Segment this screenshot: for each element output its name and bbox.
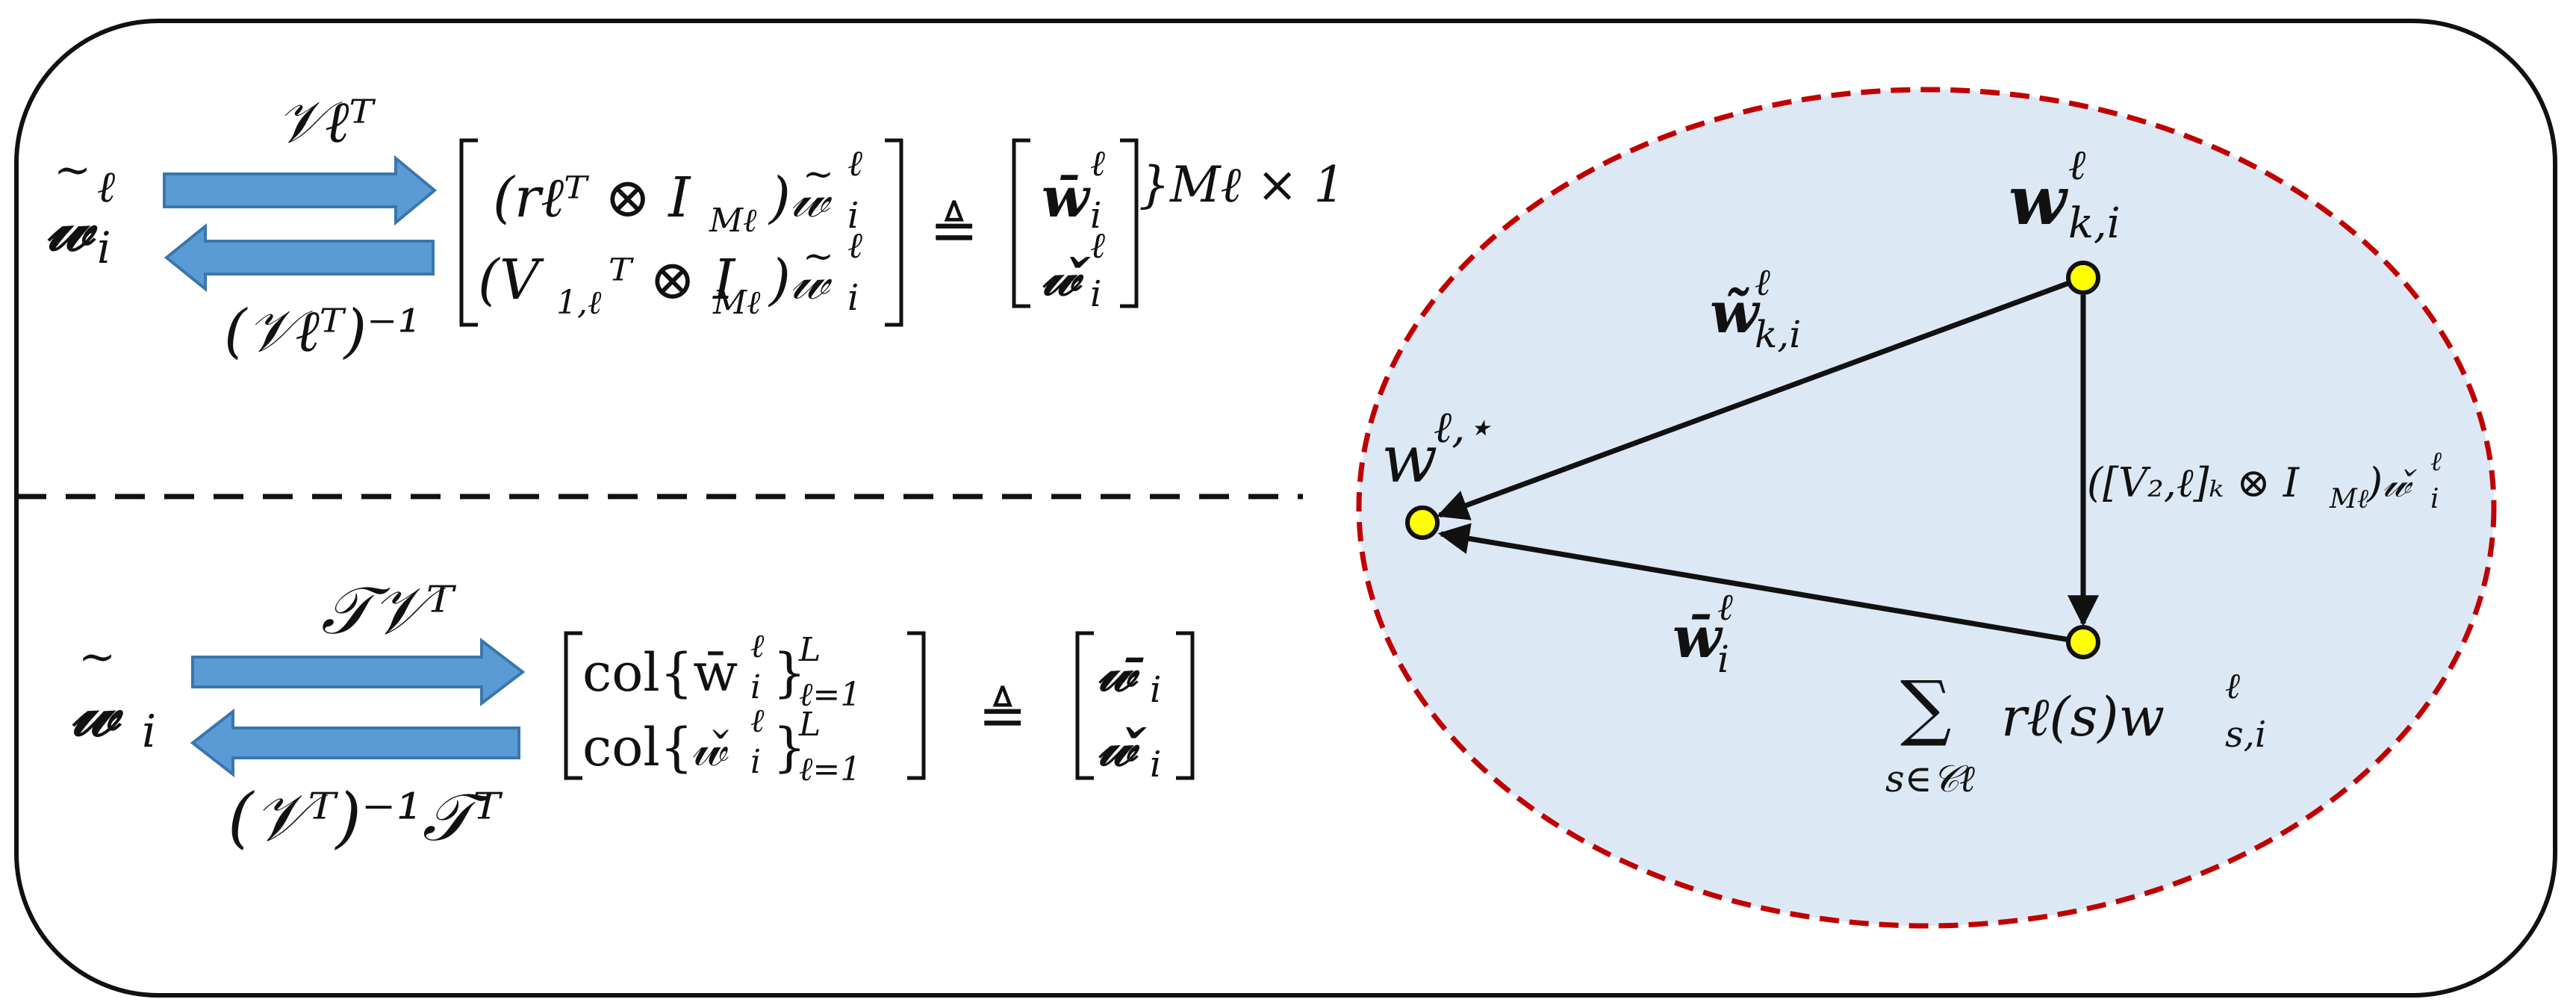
edge-vertical-label: ([V₂,ℓ]ₖ ⊗ I [2087, 459, 2300, 506]
edge-bottom-to-star [1437, 523, 2084, 645]
node-star-sup: ℓ,⋆ [1434, 402, 1493, 452]
top-row2-sub: 1,ℓ [556, 284, 602, 322]
top-row1-subi: i [847, 195, 859, 237]
top-w-tilde: ~ [54, 144, 91, 196]
top-w-main: 𝓌 [46, 187, 98, 267]
bottom-row1-tail: } [773, 642, 806, 703]
bottom-row2-sup: ℓ [750, 702, 765, 740]
edge-vertical-tail-sub: i [2430, 484, 2439, 514]
bottom-row2-range-sub: ℓ=1 [799, 750, 861, 788]
top-row2-sup: ℓ [847, 225, 862, 267]
top-row2-tilde: ~ [803, 234, 834, 278]
bottom-row1-range-sup: L [798, 631, 821, 669]
node-star [1405, 505, 1440, 540]
top-backward-arrow [164, 223, 435, 293]
node-k [2066, 261, 2100, 295]
bottom-bwd-label: (𝒱ᵀ)⁻¹𝒯ᵀ [228, 779, 503, 856]
top-row1-tilde: ~ [803, 152, 834, 196]
bottom-matrix-left-bracket [564, 631, 582, 780]
bottom-row2: col{𝓌̌ [582, 717, 729, 778]
edge-bottom-star-label: w̄ [1673, 604, 1723, 671]
edge-vertical-tail-sup: ℓ [2430, 447, 2442, 477]
top-fwd-label: 𝒱ℓᵀ [276, 89, 376, 156]
bottom-row1-subi: i [750, 668, 761, 706]
top-rhs-brace-label: }Mℓ × 1 [1139, 156, 1345, 214]
top-matrix-right-bracket [885, 138, 903, 327]
edge-k-star-sub: k,i [1755, 313, 1801, 356]
top-rhs-left-bracket [1012, 138, 1030, 308]
node-star-label: w [1381, 420, 1437, 497]
edge-k-star-sup: ℓ [1755, 261, 1770, 304]
node-k-sup: ℓ [2068, 141, 2086, 190]
cluster-ellipse [1356, 87, 2497, 929]
top-row1-tail: )𝓌 [768, 166, 833, 230]
top-row2: (V [478, 248, 544, 312]
node-k-sub: k,i [2068, 199, 2121, 248]
node-k-label: w [2009, 161, 2069, 240]
bottom-row2-tail: } [773, 717, 806, 778]
top-rhs-row1-sup: ℓ [1090, 143, 1105, 184]
top-row1-sub: Mℓ [709, 202, 757, 240]
bottom-row1: col{w̄ [582, 642, 738, 703]
bottom-rhs-row2-sub: i [1150, 744, 1161, 785]
top-w-sup: ℓ [97, 161, 115, 212]
top-section: 𝓌 ~ ℓ i 𝒱ℓᵀ (𝒱ℓᵀ)⁻¹ (rℓᵀ ⊗ I Mℓ )𝓌 ~ ℓ i… [46, 89, 1345, 365]
bottom-row2-subi: i [750, 743, 761, 781]
top-row1: (rℓᵀ ⊗ I [493, 166, 691, 230]
sum-body-sup: ℓ [2225, 665, 2240, 707]
sum-body: rℓ(s)w [2001, 685, 2165, 748]
edge-bottom-star-sup: ℓ [1717, 585, 1733, 629]
edge-vertical-tail: )𝓌̌ [2366, 459, 2417, 506]
bottom-forward-arrow [191, 637, 526, 707]
top-row2-subi: i [847, 277, 859, 319]
bottom-eqdef: ≜ [978, 682, 1027, 750]
bottom-matrix-right-bracket [907, 631, 926, 780]
top-rhs-row2-sup: ℓ [1090, 225, 1105, 267]
bottom-row1-range-sub: ℓ=1 [799, 676, 861, 714]
bottom-section: 𝓌 ~ i 𝒯𝒱ᵀ (𝒱ᵀ)⁻¹𝒯ᵀ col{w̄ ℓ i } L ℓ=1 co… [71, 572, 1195, 856]
top-row2-mid: ᵀ ⊗ I [609, 248, 736, 312]
top-rhs-row1-sub: i [1090, 195, 1101, 237]
bottom-w-tilde: ~ [78, 631, 116, 683]
bottom-row2-range-sup: L [798, 706, 821, 744]
bottom-backward-arrow [190, 708, 520, 778]
top-w-sub: i [97, 223, 111, 273]
top-row1-sup: ℓ [847, 143, 862, 184]
top-matrix-left-bracket [459, 138, 478, 327]
sum-symbol: ∑ [1900, 665, 1952, 749]
top-rhs-row1: w̄ [1042, 166, 1091, 230]
top-rhs-row2-sub: i [1090, 273, 1101, 315]
bottom-rhs-left-bracket [1075, 631, 1094, 780]
edge-bottom-star-sub: i [1717, 638, 1729, 681]
edge-vertical-sub: Mℓ [2329, 484, 2368, 514]
node-bottom [2066, 625, 2100, 659]
bottom-rhs-right-bracket [1176, 631, 1195, 780]
edge-k-to-star [1437, 275, 2085, 520]
edge-k-star-label: w̃ [1710, 279, 1761, 346]
top-eqdef: ≜ [930, 197, 978, 264]
bottom-row1-sup: ℓ [750, 627, 765, 665]
top-bwd-label: (𝒱ℓᵀ)⁻¹ [224, 298, 421, 365]
top-row2-isub: Mℓ [712, 284, 761, 322]
sum-body-sub: s,i [2225, 714, 2266, 756]
bottom-fwd-label: 𝒯𝒱ᵀ [321, 572, 457, 649]
sum-range: s∈𝒞ℓ [1885, 757, 1975, 800]
bottom-w-main: 𝓌 [71, 671, 124, 752]
top-forward-arrow [163, 155, 438, 226]
network-diagram: w ℓ,⋆ w ℓ k,i w̃ ℓ k,i ([V₂,ℓ]ₖ ⊗ I Mℓ )… [1356, 87, 2497, 929]
top-row2-tail: )𝓌 [768, 248, 833, 312]
bottom-w-sub: i [142, 706, 156, 758]
top-rhs-right-bracket [1120, 138, 1139, 308]
bottom-rhs-row1-sub: i [1150, 669, 1161, 711]
